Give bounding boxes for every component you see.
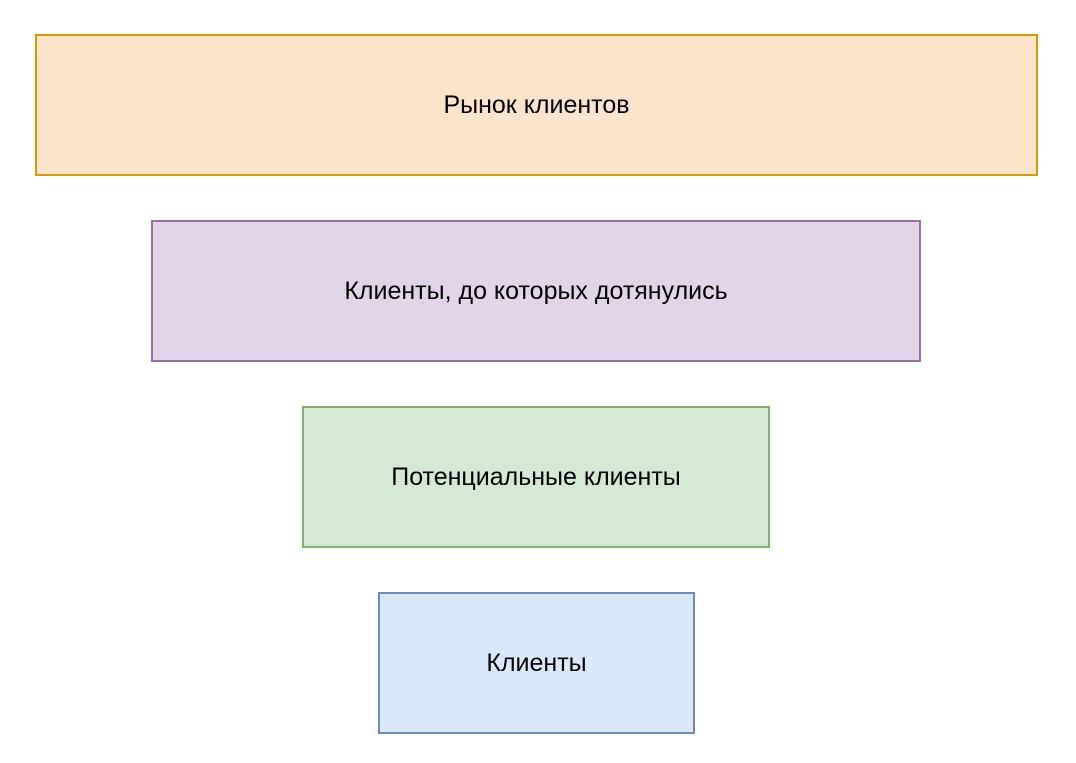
funnel-level-label: Клиенты, до которых дотянулись	[344, 276, 728, 305]
funnel-level-client-market: Рынок клиентов	[35, 34, 1038, 176]
funnel-level-label: Рынок клиентов	[443, 90, 630, 119]
funnel-level-label: Потенциальные клиенты	[391, 462, 681, 491]
funnel-level-clients: Клиенты	[378, 592, 695, 734]
funnel-level-reached-clients: Клиенты, до которых дотянулись	[151, 220, 921, 362]
funnel-level-potential-clients: Потенциальные клиенты	[302, 406, 770, 548]
funnel-level-label: Клиенты	[486, 648, 587, 677]
